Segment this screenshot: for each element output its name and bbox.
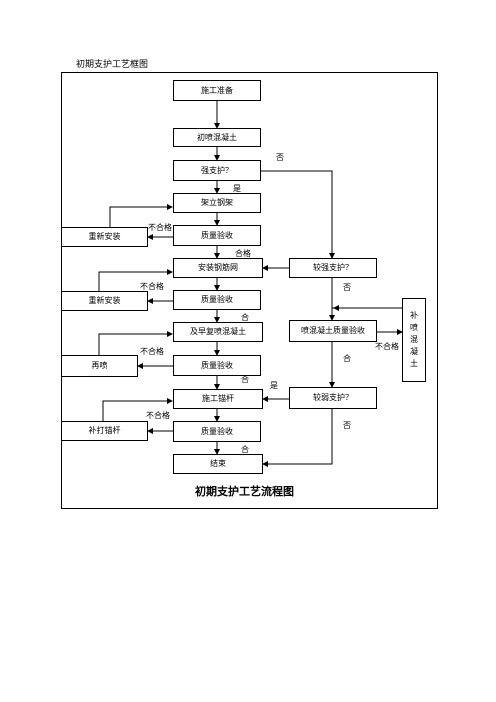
label-fail-bolt: 不合格	[146, 411, 170, 420]
node-construct-bolt: 施工锚杆	[173, 389, 263, 409]
node-supplement-spray: 补喷混凝土	[402, 298, 426, 382]
node-prepare: 施工准备	[173, 80, 261, 101]
node-initial-spray: 初喷混凝土	[173, 128, 261, 147]
diagram-frame	[61, 72, 438, 509]
label-no-strong: 否	[276, 153, 284, 162]
diagram-title: 初期支护工艺流程图	[195, 485, 294, 498]
label-pass-frame: 合格	[235, 249, 251, 258]
node-strong-support: 强支护？	[173, 160, 261, 181]
node-shotcrete-inspection: 喷混凝土质量验收	[289, 320, 377, 342]
label-yes-weak: 是	[270, 381, 278, 390]
label-fail-frame: 不合格	[148, 223, 172, 232]
node-frame-inspection: 质量验收	[173, 225, 261, 246]
label-pass-mesh: 合	[241, 313, 249, 322]
node-respray-inspection: 质量验收	[173, 355, 261, 376]
node-install-mesh: 安装钢筋网	[173, 258, 263, 278]
node-end: 结束	[173, 454, 263, 474]
node-supplement-spray-label: 补喷混凝土	[410, 311, 418, 368]
node-spray-again: 再喷	[61, 355, 138, 377]
label-yes-strong: 是	[233, 184, 241, 193]
label-no-weak: 否	[343, 421, 351, 430]
node-bolt-inspection: 质量验收	[173, 421, 261, 442]
node-add-bolt: 补打锚杆	[61, 421, 148, 441]
label-pass-shotcrete: 合	[343, 354, 351, 363]
label-fail-shotcrete: 不合格	[375, 342, 399, 351]
node-mesh-inspection: 质量验收	[173, 290, 261, 310]
node-respray: 及早复喷混凝土	[173, 322, 263, 342]
label-pass-bolt: 合	[241, 445, 249, 454]
label-fail-respray: 不合格	[140, 347, 164, 356]
page-title: 初期支护工艺框图	[76, 60, 149, 70]
label-pass-respray: 合	[241, 375, 249, 384]
label-fail-mesh: 不合格	[140, 282, 164, 291]
label-no-medium: 否	[343, 283, 351, 292]
node-reinstall-frame: 重新安装	[61, 227, 148, 247]
node-erect-frame: 架立钢架	[173, 193, 261, 213]
node-medium-support: 较强支护？	[289, 258, 377, 278]
node-weak-support: 较弱支护？	[289, 387, 377, 409]
node-reinstall-mesh: 重新安装	[61, 291, 148, 311]
